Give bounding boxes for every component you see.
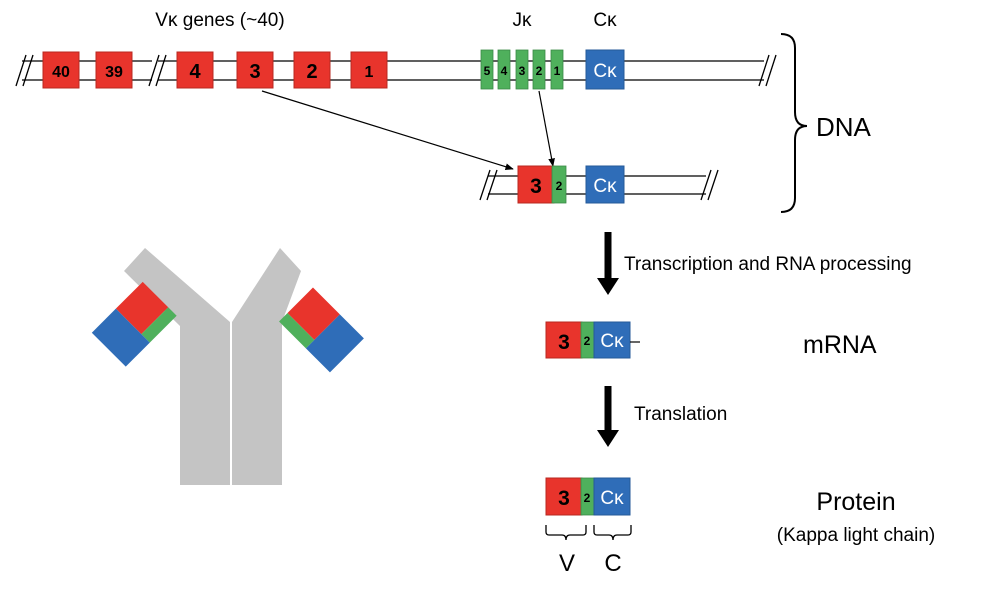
- germline-dna: 40 39 4 3 2 1 5 4 3 2 1 Cκ: [15, 49, 777, 90]
- antibody-illustration: [91, 248, 364, 485]
- right-light-chain-c: [305, 314, 364, 373]
- j-recombination-arrow: [538, 90, 555, 167]
- v-gene-40-box: [42, 51, 80, 89]
- rearranged-j-box: [551, 165, 567, 204]
- v-region-brace: [545, 525, 587, 541]
- antibody-left-arm: [124, 248, 230, 485]
- v-region-label: V: [559, 550, 575, 577]
- germline-strand-lines: [22, 60, 764, 81]
- right-light-chain-j: [279, 312, 315, 349]
- protein-label: Protein: [816, 488, 895, 516]
- v-gene-2-box: [293, 51, 331, 89]
- protein-v-box: [545, 477, 583, 516]
- protein-j-label: 2: [584, 491, 591, 505]
- j-segment-3-box: [515, 49, 529, 90]
- transcription-label: Transcription and RNA processing: [624, 254, 912, 275]
- v-gene-3-label: 3: [249, 61, 260, 83]
- protein-c-box: [593, 477, 631, 516]
- j-segment-2-label: 2: [536, 64, 543, 78]
- mrna-j-label: 2: [584, 334, 591, 348]
- j-segment-1-box: [550, 49, 564, 90]
- v-gene-1-label: 1: [365, 64, 374, 81]
- mrna-c-label: Cκ: [600, 331, 624, 352]
- right-light-chain: [279, 287, 364, 373]
- translation-label: Translation: [634, 404, 727, 425]
- rearranged-j-label: 2: [556, 179, 563, 193]
- left-light-chain-c: [91, 308, 150, 367]
- rearranged-v-label: 3: [530, 175, 542, 198]
- mrna-label: mRNA: [803, 331, 877, 359]
- j-segment-4-box: [497, 49, 511, 90]
- mrna-construct: 3 2 Cκ: [545, 321, 640, 359]
- j-segment-5-box: [480, 49, 494, 90]
- c-region-brace: [593, 525, 632, 541]
- protein-construct: 3 2 Cκ: [545, 477, 631, 516]
- strand-break-marks: [15, 54, 777, 87]
- v-gene-3-box: [236, 51, 274, 89]
- j-segment-3-label: 3: [519, 64, 526, 78]
- dna-brace: [780, 33, 808, 213]
- v-gene-4-box: [176, 51, 214, 89]
- j-segment-1-label: 1: [554, 64, 561, 78]
- v-gene-39-label: 39: [105, 64, 123, 81]
- mrna-v-label: 3: [558, 331, 570, 354]
- protein-c-label: Cκ: [600, 488, 624, 509]
- mrna-c-box: [593, 321, 631, 359]
- rearranged-dna: 3 2 Cκ: [479, 165, 719, 204]
- v-gene-40-label: 40: [52, 64, 70, 81]
- v-gene-1-box: [350, 51, 388, 89]
- c-region-label: C: [604, 550, 621, 577]
- j-segment-5-label: 5: [484, 64, 491, 78]
- j-header: Jκ: [513, 10, 533, 31]
- translation-arrowhead: [597, 430, 619, 447]
- c-gene-label: Cκ: [593, 61, 617, 82]
- rearranged-c-label: Cκ: [593, 176, 617, 197]
- v-gene-2-label: 2: [306, 61, 317, 83]
- left-light-chain-v: [115, 281, 169, 335]
- v-genes-header: Vκ genes (~40): [155, 10, 284, 31]
- v-recombination-arrow: [261, 90, 514, 170]
- left-light-chain: [91, 281, 177, 367]
- c-header: Cκ: [593, 10, 617, 31]
- j-segment-2-box: [532, 49, 546, 90]
- antibody-right-arm: [232, 248, 301, 485]
- c-gene-box: [585, 49, 625, 90]
- protein-v-label: 3: [558, 487, 570, 510]
- protein-sublabel: (Kappa light chain): [777, 525, 935, 546]
- transcription-arrowhead: [597, 278, 619, 295]
- mrna-v-box: [545, 321, 583, 359]
- right-light-chain-v: [287, 287, 340, 340]
- j-segment-4-label: 4: [501, 64, 508, 78]
- left-light-chain-j: [141, 307, 177, 343]
- rearranged-c-box: [585, 165, 625, 204]
- v-gene-39-box: [95, 51, 133, 89]
- v-gene-4-label: 4: [189, 61, 201, 83]
- dna-label: DNA: [816, 112, 872, 142]
